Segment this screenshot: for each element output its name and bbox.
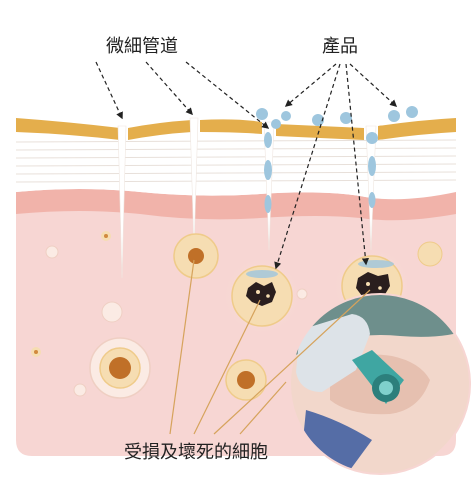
droplet-icon <box>281 111 291 121</box>
leader-lines-damaged-cells <box>169 259 371 435</box>
droplet-icon <box>340 112 352 124</box>
droplet-icon <box>256 108 268 120</box>
label-micro-channels: 微細管道 <box>106 36 178 57</box>
leader-lines-micro-channels <box>95 61 270 129</box>
droplet-icon <box>312 114 324 126</box>
micro-channel <box>189 117 199 251</box>
healthy-cell <box>225 359 267 401</box>
epidermis-lines <box>15 139 457 183</box>
droplet-icon <box>264 160 272 180</box>
droplet-icon <box>264 132 272 148</box>
droplet-icon <box>264 195 272 213</box>
label-damaged-cells: 受損及壞死的細胞 <box>124 442 268 463</box>
label-product: 產品 <box>322 36 358 57</box>
healthy-cell <box>89 337 151 399</box>
cell-icon <box>104 234 108 238</box>
device-photo-frame <box>289 293 471 475</box>
cell-icon <box>34 350 38 354</box>
microneedle-device-photo <box>290 294 470 474</box>
cell-icon <box>101 301 123 323</box>
leader-lines-product <box>274 63 398 270</box>
droplet-icon <box>271 119 281 129</box>
dermis-band <box>16 189 456 221</box>
healthy-cell <box>173 233 219 279</box>
stratum-corneum-layer <box>16 118 120 140</box>
stratum-corneum-layer <box>200 119 262 134</box>
stratum-corneum-layer <box>128 120 192 140</box>
stratum-corneum-layer <box>378 118 456 140</box>
cell-icon <box>73 383 87 397</box>
product-droplets <box>256 106 418 213</box>
stratum-corneum-layer <box>276 124 364 140</box>
droplet-icon <box>406 106 418 118</box>
background-cells <box>31 231 443 397</box>
droplet-icon <box>388 110 400 122</box>
cell-icon <box>417 241 443 267</box>
droplet-icon <box>368 192 376 208</box>
micro-channel <box>117 125 127 279</box>
droplet-icon <box>368 156 376 176</box>
damaged-cell-icon <box>220 254 304 338</box>
droplet-icon <box>366 132 378 144</box>
cell-icon <box>45 245 59 259</box>
